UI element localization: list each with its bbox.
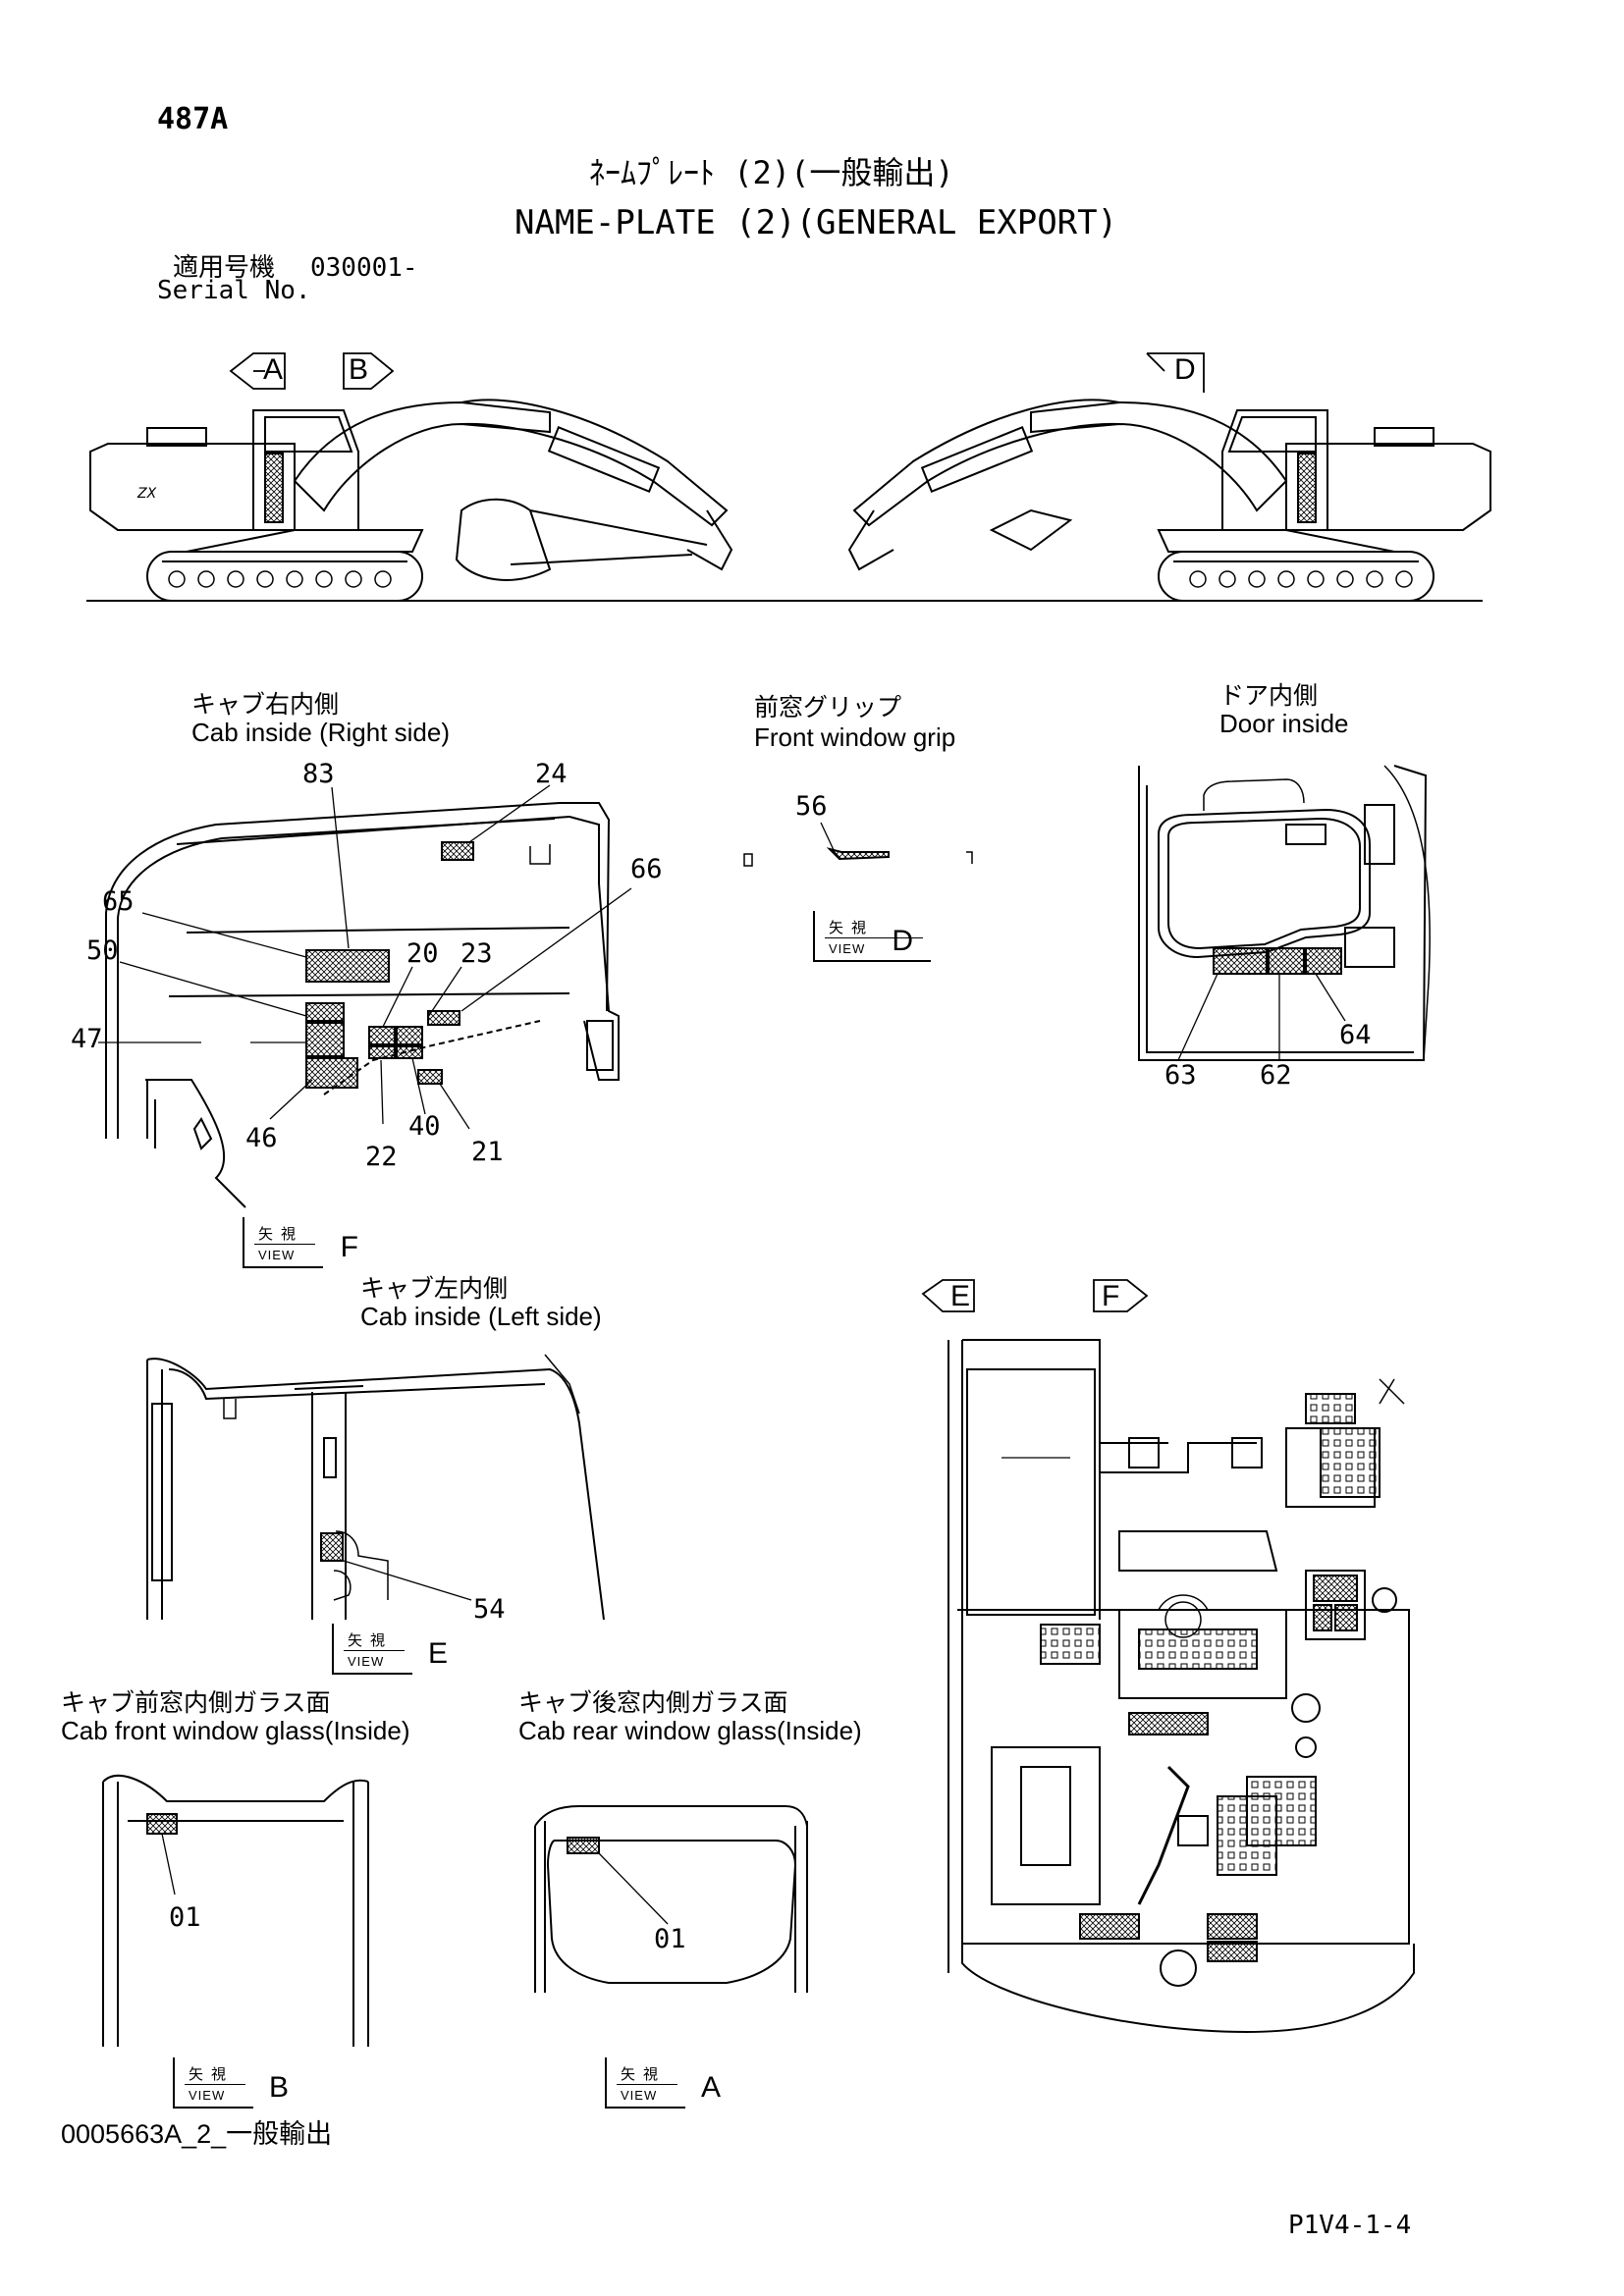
page-reference: P1V4-1-4: [1288, 2211, 1412, 2240]
svg-text:ZX: ZX: [136, 486, 157, 502]
door-inside-drawing: [1138, 765, 1431, 1061]
view-box-a-top: 矢視: [621, 2065, 667, 2083]
cab-left-drawing: [146, 1354, 605, 1621]
view-box-d: 矢視 VIEW D: [813, 911, 931, 962]
part-number: 20: [406, 938, 439, 969]
view-arrows: [229, 352, 1205, 1312]
view-arrow-a-label: A: [263, 353, 284, 386]
view-box-b-letter: B: [268, 2071, 289, 2104]
view-box-e-letter: E: [427, 1637, 448, 1670]
view-arrow-b-label: B: [349, 353, 369, 386]
excavator-left-drawing: ZX: [89, 399, 733, 602]
view-box-b: 矢視 VIEW B: [173, 2057, 289, 2109]
view-box-f-letter: F: [340, 1231, 358, 1263]
excavator-right-drawing: [847, 399, 1491, 602]
cab-rear-glass-drawing: [534, 1805, 808, 1993]
view-box-e-top: 矢視: [348, 1631, 394, 1649]
view-box-a-bottom: VIEW: [621, 2088, 658, 2103]
view-box-a-letter: A: [700, 2071, 721, 2104]
title-english: NAME-PLATE (2)(GENERAL EXPORT): [514, 203, 1118, 242]
view-box-f-bottom: VIEW: [258, 1248, 296, 1262]
part-number: 21: [471, 1137, 504, 1167]
part-number: 54: [473, 1594, 506, 1625]
part-number: 64: [1339, 1020, 1372, 1050]
part-number: 63: [1164, 1060, 1197, 1091]
front-grip-title-japanese: 前窓グリップ: [754, 693, 902, 721]
part-number: 65: [102, 886, 135, 917]
view-box-f: 矢視 VIEW F: [243, 1217, 358, 1268]
part-number: 24: [535, 759, 568, 789]
cab-rear-glass-title-japanese: キャブ後窓内側ガラス面: [518, 1688, 788, 1717]
cab-left-title-japanese: キャブ左内側: [360, 1274, 509, 1303]
view-box-a: 矢視 VIEW A: [605, 2057, 721, 2109]
part-number: 47: [71, 1024, 103, 1054]
front-window-grip-drawing: [743, 822, 973, 867]
part-number: 23: [460, 938, 493, 969]
part-number: 46: [245, 1123, 278, 1153]
part-number: 50: [86, 935, 119, 966]
cab-left-title-english: Cab inside (Left side): [360, 1302, 602, 1331]
part-number: 56: [795, 791, 828, 822]
part-number: 01: [169, 1902, 201, 1933]
part-number: 83: [302, 759, 335, 789]
view-box-d-bottom: VIEW: [829, 941, 866, 956]
cab-front-glass-drawing: [102, 1774, 369, 2047]
door-inside-title-japanese: ドア内側: [1219, 681, 1319, 710]
cab-right-title-english: Cab inside (Right side): [191, 718, 451, 747]
cab-right-title-japanese: キャブ右内側: [191, 690, 340, 719]
view-box-b-top: 矢視: [189, 2065, 235, 2083]
view-box-f-top: 矢視: [258, 1225, 304, 1243]
part-number: 01: [654, 1924, 686, 1954]
document-id: 0005663A_2_一般輸出: [61, 2119, 333, 2149]
view-box-b-bottom: VIEW: [189, 2088, 226, 2103]
title-japanese: ﾈｰﾑﾌﾟﾚｰﾄ (2)(一般輸出): [589, 154, 954, 191]
part-number: 40: [408, 1111, 441, 1142]
view-arrow-d-label: D: [1174, 353, 1196, 386]
cab-front-glass-title-japanese: キャブ前窓内側ガラス面: [61, 1688, 331, 1717]
serial-label-english: Serial No.: [157, 276, 311, 305]
front-grip-title-english: Front window grip: [754, 722, 956, 752]
part-number: 62: [1260, 1060, 1292, 1091]
view-arrow-e-label: E: [950, 1280, 971, 1312]
part-number: 66: [630, 854, 663, 884]
view-box-d-letter: D: [892, 925, 913, 957]
page-code: 487A: [157, 102, 229, 136]
serial-label-japanese: 適用号機: [173, 253, 276, 283]
view-box-e-bottom: VIEW: [348, 1654, 385, 1669]
view-arrow-f-label: F: [1102, 1280, 1120, 1312]
view-box-e: 矢視 VIEW E: [332, 1624, 448, 1675]
cab-rear-glass-title-english: Cab rear window glass(Inside): [518, 1716, 862, 1745]
view-box-d-top: 矢視: [829, 919, 875, 936]
cab-right-drawing: [98, 784, 632, 1208]
top-view-drawing: [947, 1339, 1415, 2034]
door-inside-title-english: Door inside: [1219, 709, 1349, 738]
part-number: 22: [365, 1142, 398, 1172]
cab-front-glass-title-english: Cab front window glass(Inside): [61, 1716, 410, 1745]
serial-value: 030001-: [310, 253, 418, 283]
